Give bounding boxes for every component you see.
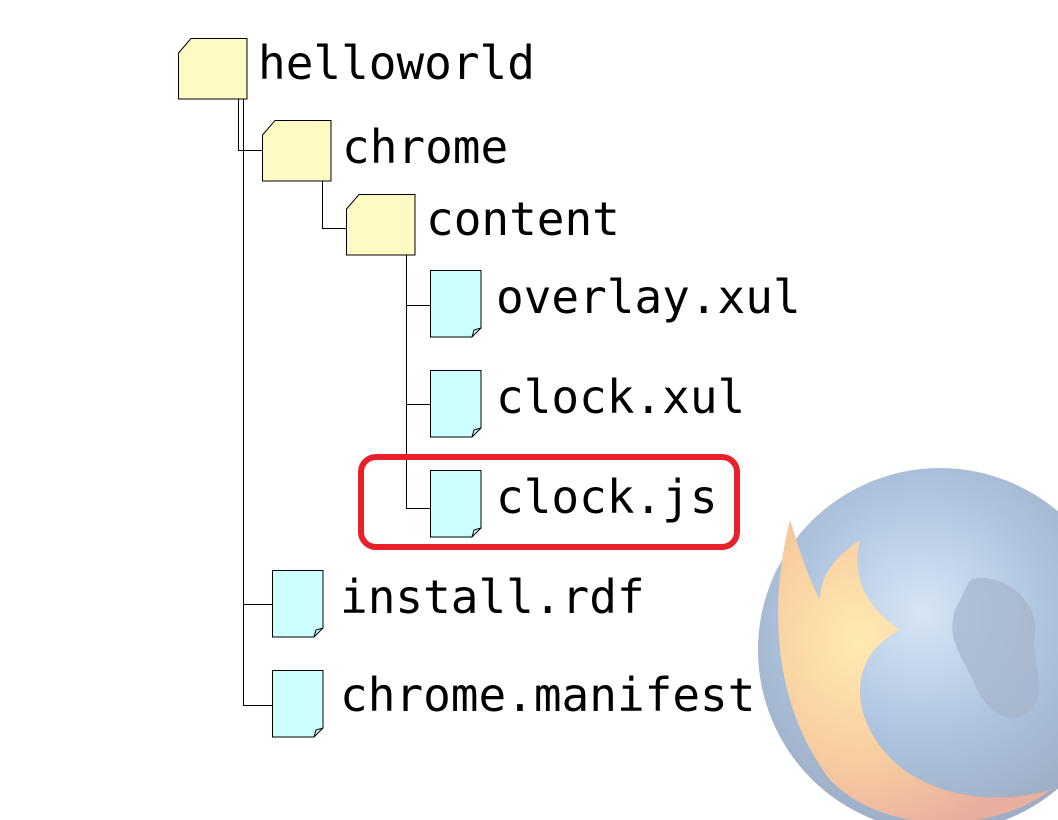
- file-icon: [272, 670, 324, 738]
- tree-connector: [243, 604, 273, 605]
- file-icon: [430, 370, 482, 438]
- file-tree-diagram: helloworld chrome content overlay.xul cl…: [178, 36, 801, 738]
- tree-connector: [243, 98, 244, 706]
- folder-icon: [346, 194, 416, 256]
- file-label-overlay: overlay.xul: [496, 270, 801, 324]
- folder-label-chrome: chrome: [342, 120, 509, 174]
- file-icon: [430, 470, 482, 538]
- tree-connector: [322, 180, 323, 228]
- tree-connector: [406, 508, 430, 509]
- folder-icon: [178, 38, 248, 100]
- highlight-box: [358, 454, 740, 550]
- tree-connector: [243, 705, 273, 706]
- tree-connector: [238, 98, 239, 150]
- file-label-install: install.rdf: [340, 570, 645, 624]
- continent: [952, 578, 1040, 719]
- firefox-logo-icon: [758, 468, 1058, 820]
- folder-icon: [262, 120, 332, 182]
- file-icon: [272, 570, 324, 638]
- folder-label-content: content: [426, 192, 620, 246]
- file-label-manifest: chrome.manifest: [340, 668, 756, 722]
- file-label-clock-js: clock.js: [496, 470, 718, 524]
- tree-connector: [322, 228, 348, 229]
- tree-connector: [406, 305, 430, 306]
- folder-label-helloworld: helloworld: [258, 36, 535, 90]
- fox-tail: [778, 520, 1050, 820]
- tree-connector: [238, 150, 264, 151]
- tree-connector: [406, 404, 430, 405]
- file-label-clock-xul: clock.xul: [496, 370, 746, 424]
- file-icon: [430, 270, 482, 338]
- tree-connector: [406, 254, 407, 508]
